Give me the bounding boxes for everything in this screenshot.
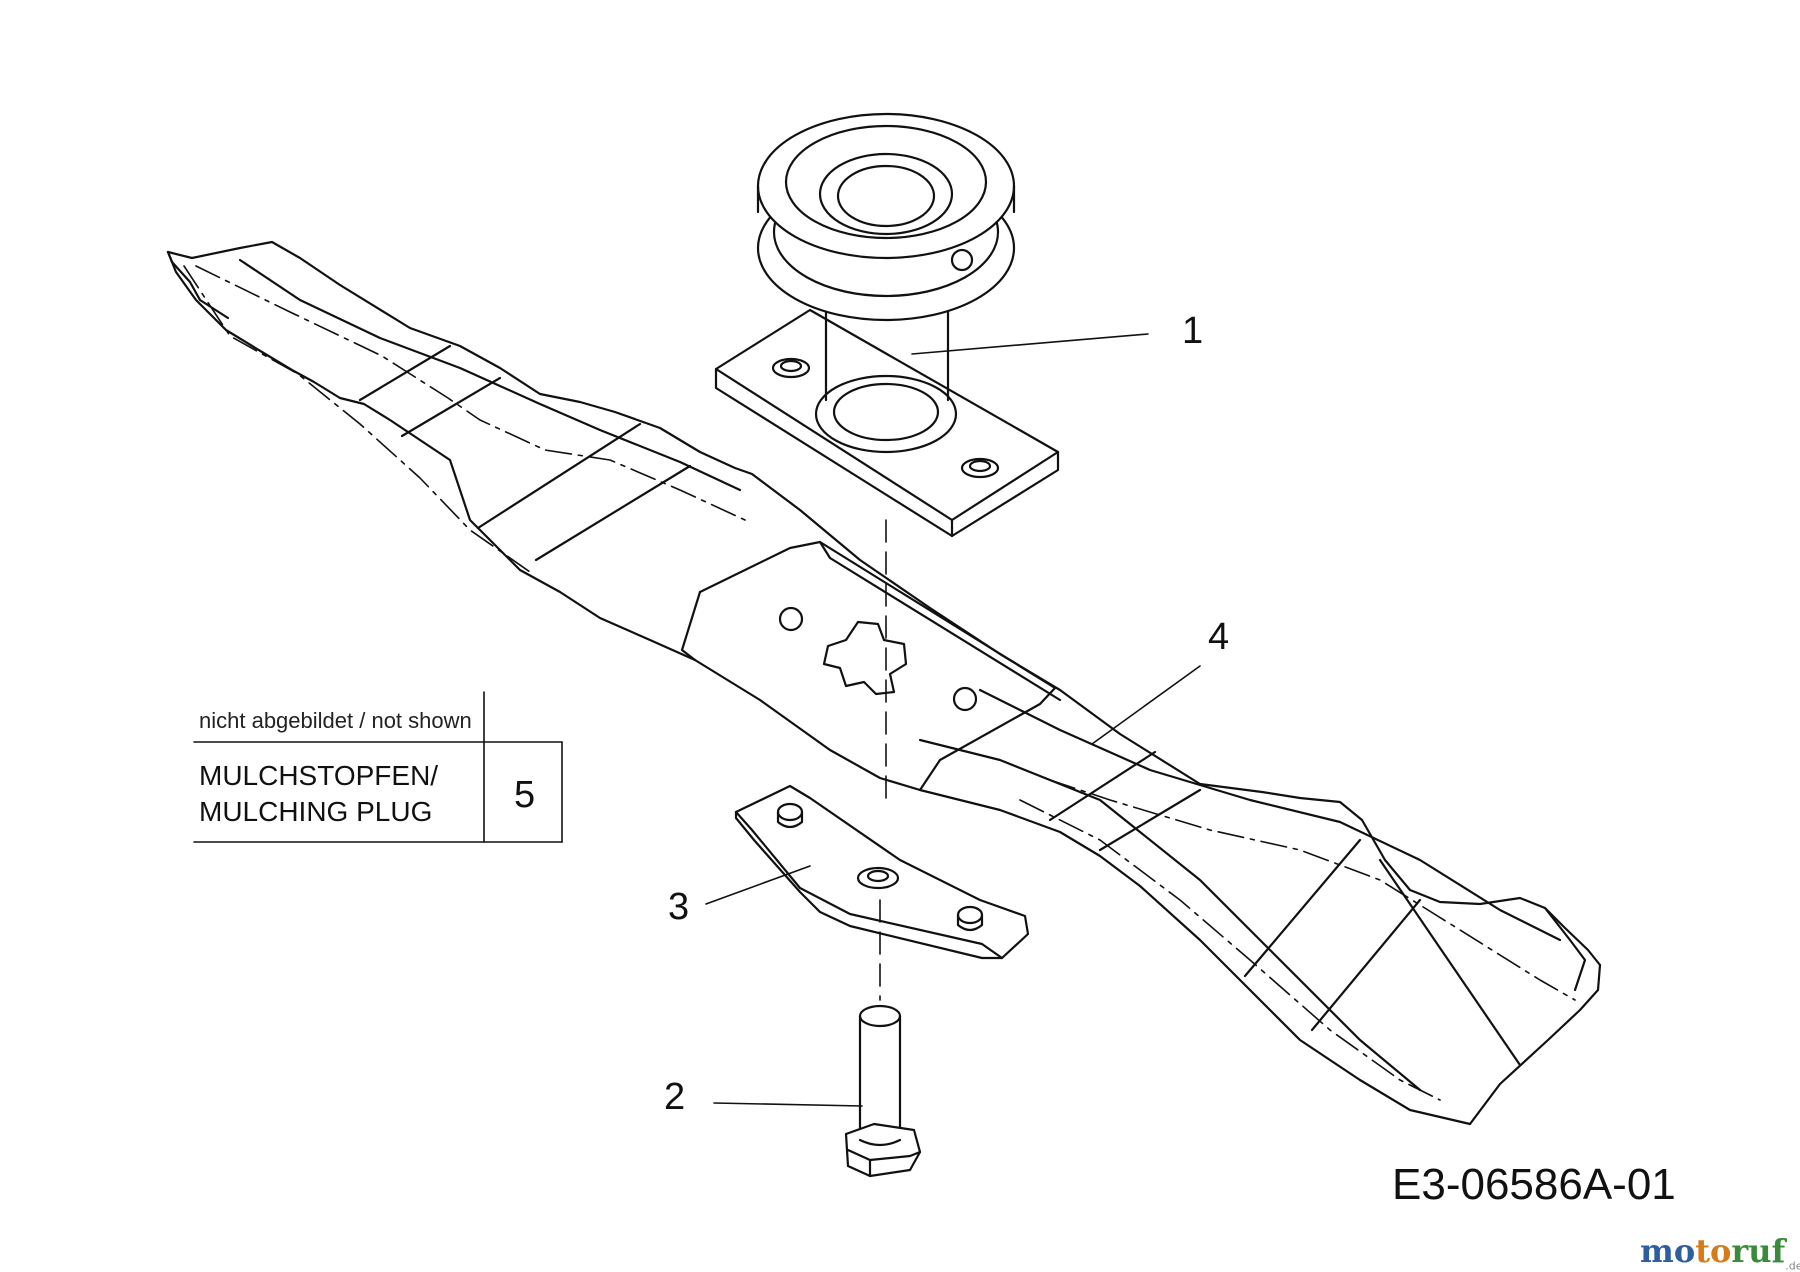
logo-part-ruf: ruf: [1731, 1232, 1786, 1270]
callout-1: 1: [1182, 310, 1204, 352]
spindle-bolt: [844, 1004, 922, 1178]
callout-4: 4: [1208, 616, 1230, 658]
leader-4: [1091, 665, 1201, 745]
leader-2: [713, 1102, 863, 1107]
logo-part-mo: mo: [1640, 1232, 1696, 1270]
logo-part-to: to: [1695, 1232, 1732, 1270]
drawing-id: E3-06586A-01: [1392, 1160, 1676, 1209]
blade-hole-right: [952, 686, 978, 712]
note-item-name-line2: MULCHING PLUG: [199, 796, 433, 827]
assembly-axis: [879, 519, 887, 1001]
callout-2: 2: [664, 1076, 686, 1118]
motoruf-logo: motoruf.de: [1640, 1232, 1800, 1272]
blade-adapter: [734, 784, 1030, 960]
spindle-assembly: [714, 112, 1060, 538]
note-table-header: nicht abgebildet / not shown: [199, 708, 472, 733]
note-table-lines: [193, 691, 563, 843]
blade-centerline: [183, 265, 1576, 1101]
note-item-name-line1: MULCHSTOPFEN/: [199, 760, 439, 791]
blade-hole-left: [778, 606, 804, 632]
leader-1: [911, 333, 1149, 355]
mower-blade: [166, 240, 1602, 1126]
callout-3: 3: [668, 886, 690, 928]
leader-3: [705, 865, 811, 905]
logo-suffix: .de: [1785, 1259, 1800, 1272]
note-item-number: 5: [514, 774, 536, 816]
blade-center-star: [822, 620, 908, 696]
